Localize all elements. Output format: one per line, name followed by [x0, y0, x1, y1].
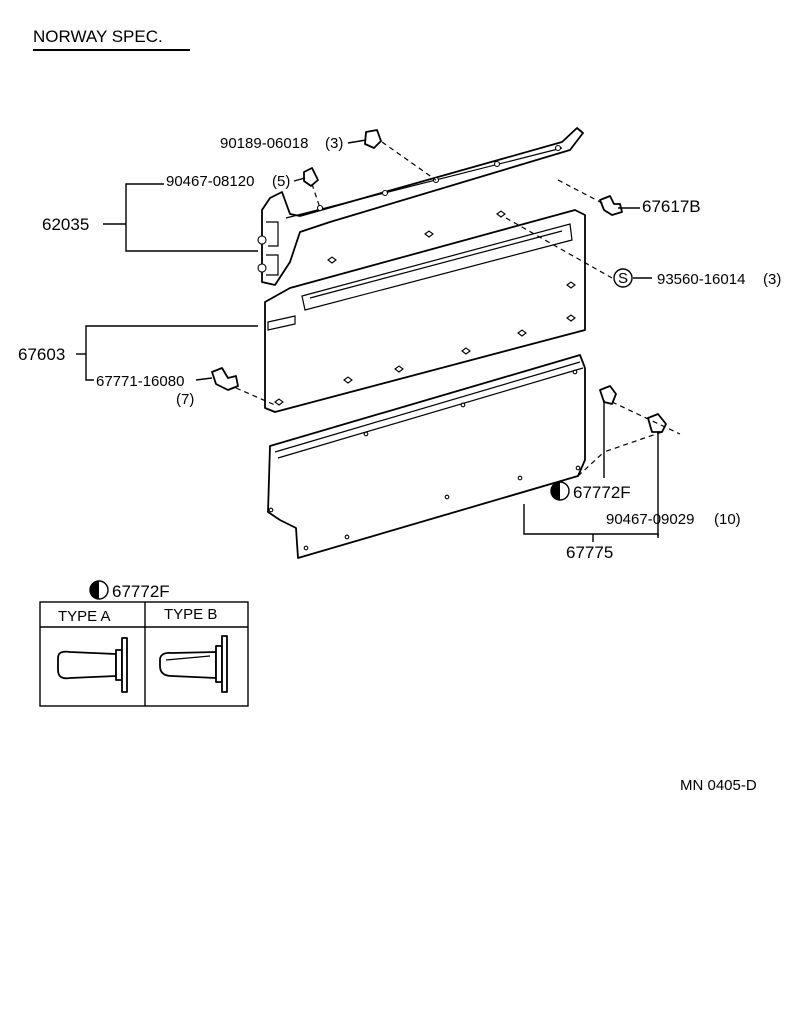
part-label-67617B: 67617B: [642, 197, 701, 216]
leader-line: [347, 139, 367, 144]
qty-label: (7): [176, 391, 194, 408]
legend-type-b: TYPE B: [164, 606, 217, 623]
leader-line: [293, 177, 306, 182]
part-label-67775: 67775: [566, 543, 613, 562]
qty-label: (5): [272, 173, 290, 190]
clip-fastener: [364, 129, 382, 149]
grommet-fastener: [599, 195, 623, 216]
leader-line: [195, 377, 213, 381]
part-label-90467-09029: 90467-09029: [606, 511, 694, 528]
part-label-90467-08120: 90467-08120: [166, 173, 254, 190]
trim-clip-fastener: [599, 385, 617, 405]
group-bracket: [125, 183, 258, 252]
page-title: NORWAY SPEC.: [33, 27, 163, 46]
part-label-67771-16080: 67771-16080: [96, 373, 184, 390]
leader-dashed: [577, 451, 605, 477]
leader-dashed: [381, 141, 437, 181]
part-label-67772F: 67772F: [573, 483, 631, 502]
diagram-code: MN 0405-D: [680, 777, 757, 794]
legend-part-number: 67772F: [112, 582, 170, 601]
half-filled-symbol-fill: [551, 482, 560, 500]
push-clip-fastener: [211, 367, 239, 391]
leader-dashed: [311, 183, 321, 209]
qty-label: (3): [325, 135, 343, 152]
part-label-67603: 67603: [18, 345, 65, 364]
half-filled-symbol-fill: [90, 581, 99, 599]
part-label-93560-16014: 93560-16014: [657, 271, 745, 288]
leader-dashed: [505, 217, 613, 279]
part-label-90189-06018: 90189-06018: [220, 135, 308, 152]
qty-label: (3): [763, 271, 781, 288]
qty-label: (10): [714, 511, 741, 528]
clip-type-b-drawing: [159, 635, 228, 693]
standard-part-symbol: [613, 268, 633, 288]
leader-dashed: [611, 401, 681, 435]
middle-trim-panel: [264, 209, 586, 413]
leader-dashed: [603, 431, 663, 453]
standard-part-symbol-letter: S: [618, 270, 628, 287]
clip-type-a-drawing: [57, 637, 128, 693]
lower-trim-panel: [267, 354, 586, 559]
legend-type-a: TYPE A: [58, 608, 111, 625]
part-label-62035: 62035: [42, 215, 89, 234]
leader-dashed: [235, 387, 276, 406]
clip-type-legend: 67772F TYPE A TYPE B: [39, 580, 249, 707]
upper-trim-strip: [257, 127, 584, 286]
screw-fastener: [303, 167, 319, 187]
group-bracket: [523, 504, 659, 536]
group-bracket: [85, 325, 258, 381]
leader-dashed: [557, 179, 605, 205]
